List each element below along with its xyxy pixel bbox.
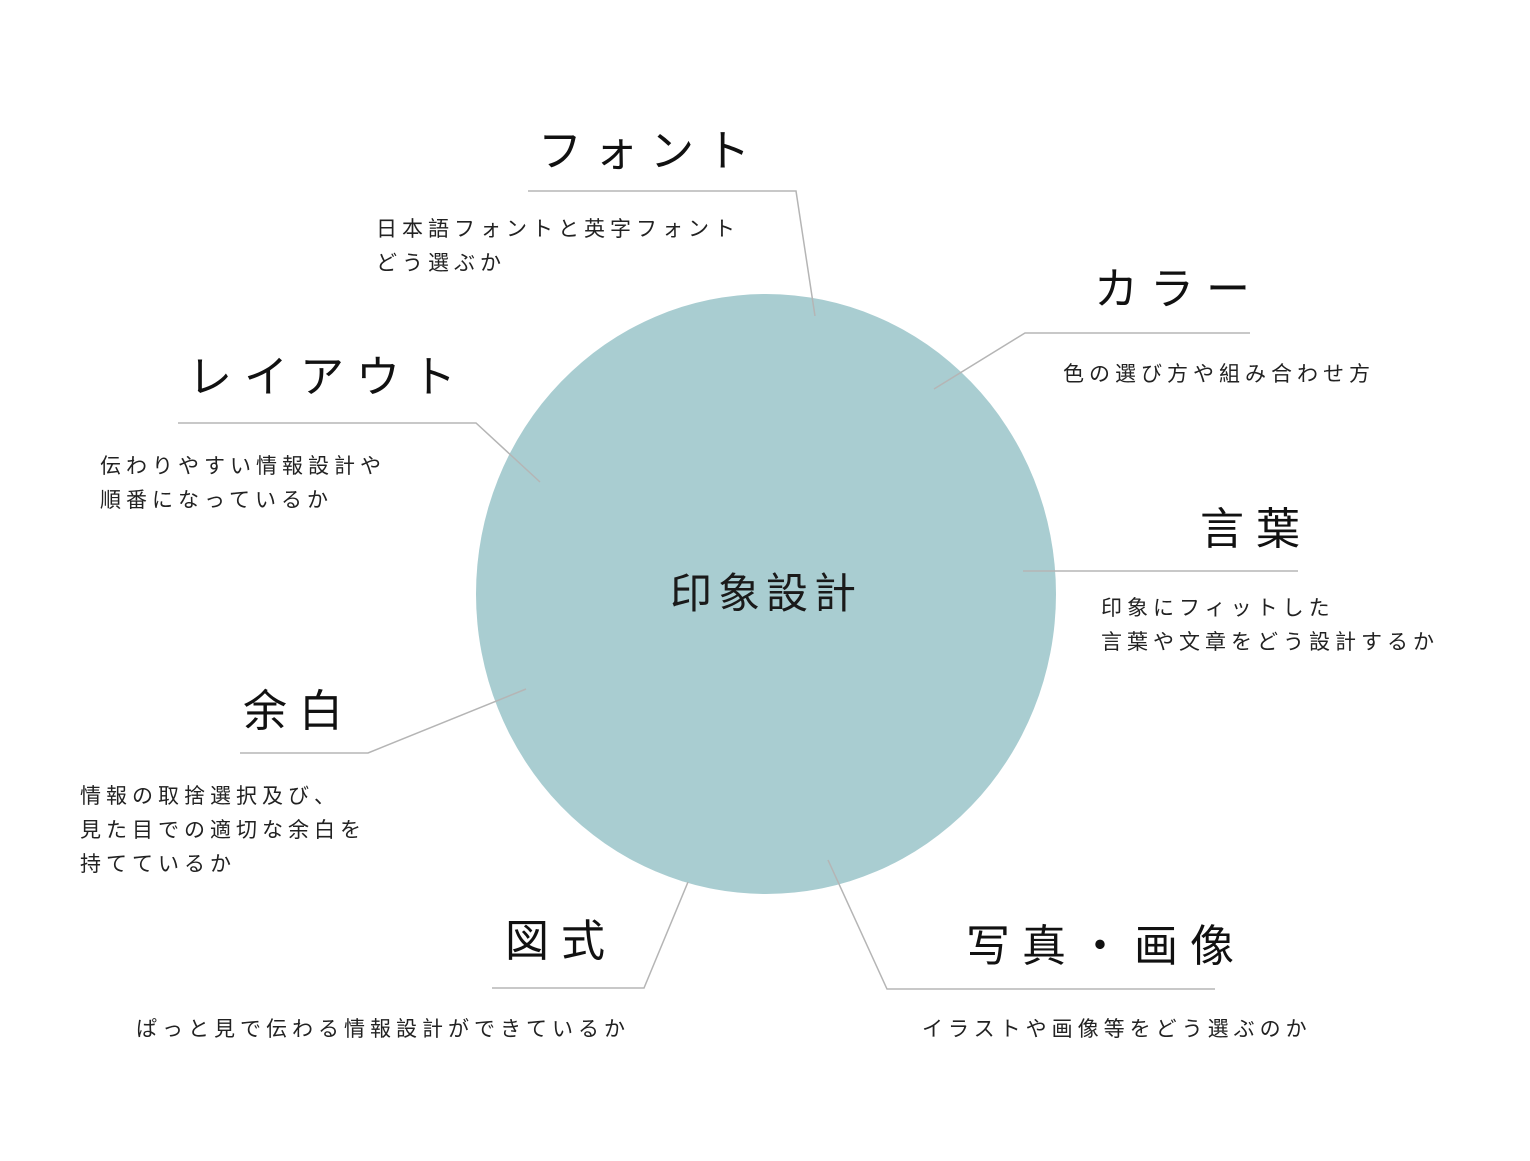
node-title-color: カラー <box>1094 264 1262 315</box>
node-desc-whitespace: 情報の取捨選択及び、 見た目での適切な余白を 持てているか <box>80 779 366 881</box>
node-desc-color: 色の選び方や組み合わせ方 <box>1063 357 1375 391</box>
node-title-diagram: 図式 <box>505 916 617 967</box>
connector-font <box>528 190 816 317</box>
desc-line: 見た目での適切な余白を <box>80 818 366 842</box>
desc-line: イラストや画像等をどう選ぶのか <box>922 1017 1312 1041</box>
desc-line: 順番になっているか <box>100 488 333 512</box>
node-desc-layout: 伝わりやすい情報設計や 順番になっているか <box>100 449 386 517</box>
node-desc-photo: イラストや画像等をどう選ぶのか <box>922 1012 1312 1046</box>
desc-line: 伝わりやすい情報設計や <box>100 454 386 478</box>
connector-layout <box>178 422 541 483</box>
node-desc-diagram: ぱっと見で伝わる情報設計ができているか <box>136 1012 630 1046</box>
center-circle <box>476 294 1056 894</box>
node-title-whitespace: 余白 <box>243 686 355 737</box>
connector-color <box>933 332 1250 390</box>
node-title-layout: レイアウト <box>188 352 468 403</box>
desc-line: 持てているか <box>80 852 236 876</box>
center-label: 印象設計 <box>669 569 862 618</box>
desc-line: 情報の取捨選択及び、 <box>80 784 340 808</box>
connector-diagram <box>492 881 689 989</box>
desc-line: 印象にフィットした <box>1101 596 1335 620</box>
desc-line: どう選ぶか <box>376 251 506 275</box>
node-desc-words: 印象にフィットした 言葉や文章をどう設計するか <box>1101 591 1439 659</box>
connector-whitespace <box>240 688 527 754</box>
node-title-font: フォント <box>538 126 762 177</box>
node-desc-font: 日本語フォントと英字フォント どう選ぶか <box>376 212 740 280</box>
desc-line: 日本語フォントと英字フォント <box>376 217 740 241</box>
desc-line: 言葉や文章をどう設計するか <box>1101 630 1439 654</box>
desc-line: ぱっと見で伝わる情報設計ができているか <box>136 1017 630 1041</box>
node-title-words: 言葉 <box>1200 504 1312 555</box>
connector-photo <box>827 859 1215 990</box>
desc-line: 色の選び方や組み合わせ方 <box>1063 362 1375 386</box>
node-title-photo: 写真・画像 <box>966 921 1246 972</box>
